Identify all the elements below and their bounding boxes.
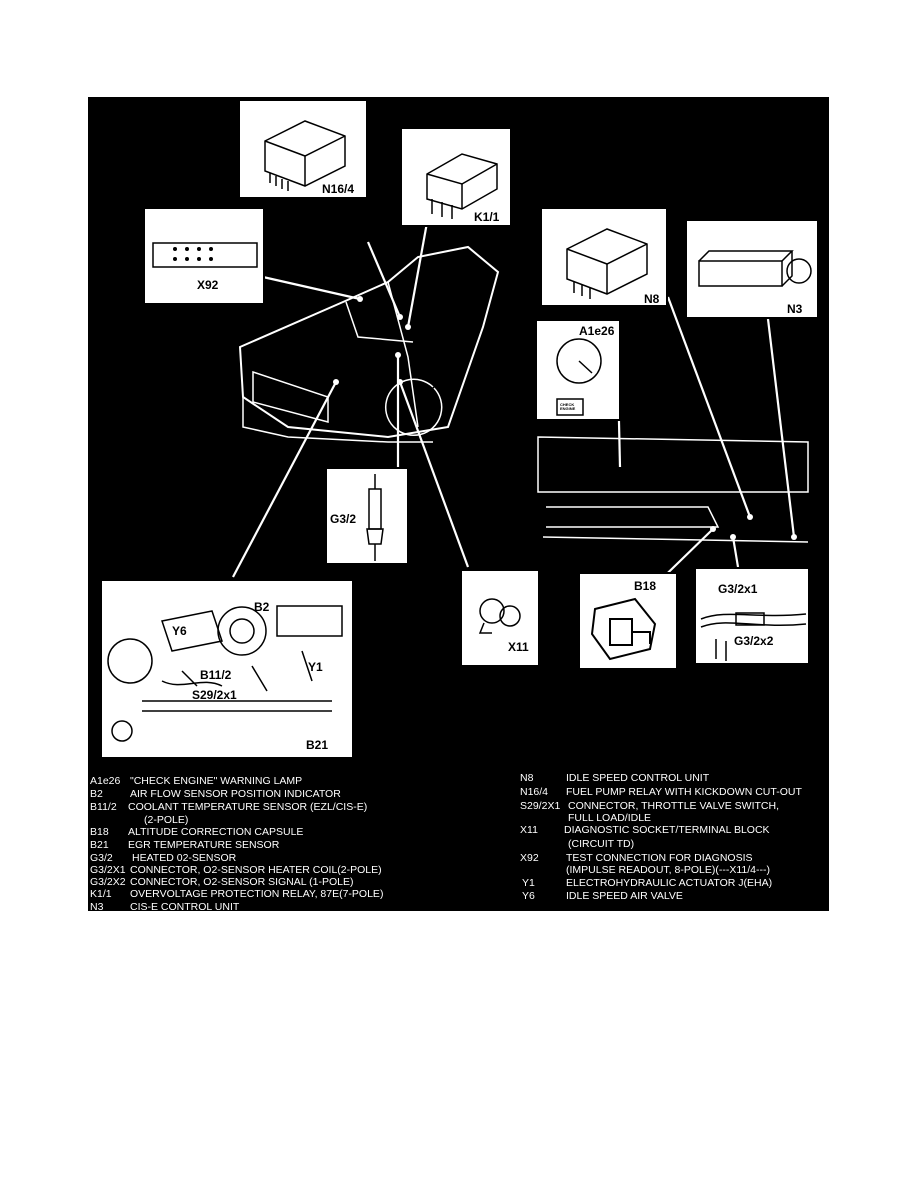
legend-code: B2 xyxy=(90,788,103,800)
x11-callout-box: X11 xyxy=(460,569,540,667)
g3-2x2-label: G3/2x2 xyxy=(734,634,774,648)
legend-text: FUEL PUMP RELAY WITH KICKDOWN CUT-OUT xyxy=(566,786,802,798)
g3-2x-connectors-callout-box: G3/2x1 G3/2x2 xyxy=(694,567,810,665)
legend-code: B18 xyxy=(90,826,109,838)
legend-text: IDLE SPEED CONTROL UNIT xyxy=(566,772,710,784)
legend-text: COOLANT TEMPERATURE SENSOR (EZL/CIS-E) xyxy=(128,801,368,813)
legend-code: G3/2X2 xyxy=(90,876,126,888)
g3-2-label: G3/2 xyxy=(330,512,357,526)
x92-label: X92 xyxy=(197,278,219,292)
k1-1-label: K1/1 xyxy=(474,210,500,224)
legend-code: B11/2 xyxy=(90,801,117,813)
legend-text: CONNECTOR, O2-SENSOR HEATER COIL(2-POLE) xyxy=(130,864,382,876)
y6-label: Y6 xyxy=(172,624,187,638)
control-unit-icon xyxy=(566,228,648,299)
k1-1-callout-box: K1/1 xyxy=(400,127,512,227)
legend-text: CONNECTOR, THROTTLE VALVE SWITCH, xyxy=(568,800,779,812)
diagram-panel: N16/4 K1/1 X92 xyxy=(88,97,829,911)
n8-label: N8 xyxy=(644,292,660,306)
legend-text: ELECTROHYDRAULIC ACTUATOR J(EHA) xyxy=(566,877,773,889)
o2-sensor-icon xyxy=(366,474,384,561)
relay-icon xyxy=(426,153,498,219)
connector-icon xyxy=(152,242,258,268)
legend-text: DIAGNOSTIC SOCKET/TERMINAL BLOCK xyxy=(564,824,770,836)
g3-2-callout-box: G3/2 xyxy=(325,467,409,565)
legend-code: N16/4 xyxy=(520,786,549,798)
legend-text: (2-POLE) xyxy=(144,814,189,826)
legend-code: N3 xyxy=(90,901,104,911)
b11-2-label: B11/2 xyxy=(200,668,232,682)
legend-text: (CIRCUIT TD) xyxy=(568,838,635,850)
y1-label: Y1 xyxy=(308,660,323,674)
b18-callout-box: B18 xyxy=(578,572,678,670)
legend-code: B21 xyxy=(90,839,109,851)
legend-text: HEATED 02-SENSOR xyxy=(132,852,237,864)
legend-code: Y6 xyxy=(522,890,535,902)
x92-callout-box: X92 xyxy=(143,207,265,305)
connector-harness-icon xyxy=(700,612,807,661)
legend-text: (IMPULSE READOUT, 8-POLE)(---X11/4---) xyxy=(566,864,770,876)
b2-label: B2 xyxy=(254,600,270,614)
legend-code: G3/2 xyxy=(90,852,113,864)
legend-text: ALTITUDE CORRECTION CAPSULE xyxy=(128,826,304,838)
x11-label: X11 xyxy=(508,640,529,654)
legend-text: TEST CONNECTION FOR DIAGNOSIS xyxy=(566,852,753,864)
legend-code: K1/1 xyxy=(90,888,112,900)
legend-code: X11 xyxy=(520,824,538,836)
check-engine-lamp-label: CHECK ENGINE xyxy=(560,402,576,411)
legend-code: X92 xyxy=(520,852,539,864)
legend-code: G3/2X1 xyxy=(90,864,126,876)
s29-2x1-label: S29/2x1 xyxy=(192,688,237,702)
legend-text: OVERVOLTAGE PROTECTION RELAY, 87E(7-POLE… xyxy=(130,888,384,900)
a1e26-callout-box: A1e26 CHECK ENGINE xyxy=(535,319,621,421)
n8-callout-box: N8 xyxy=(540,207,668,307)
legend-code: A1e26 xyxy=(90,775,121,787)
legend-code: Y1 xyxy=(522,877,535,889)
legend-code: N8 xyxy=(520,772,534,784)
legend-text: IDLE SPEED AIR VALVE xyxy=(566,890,683,902)
legend-text: EGR TEMPERATURE SENSOR xyxy=(128,839,280,851)
engine-compartment-callout-box: B2 Y6 B11/2 Y1 S29/2x1 B21 xyxy=(100,579,354,759)
legend-text: "CHECK ENGINE" WARNING LAMP xyxy=(130,775,303,787)
legend-text: AIR FLOW SENSOR POSITION INDICATOR xyxy=(130,788,341,800)
altitude-capsule-icon xyxy=(590,597,657,661)
n16-4-callout-box: N16/4 xyxy=(238,99,368,199)
control-unit-icon xyxy=(698,250,812,287)
b21-label: B21 xyxy=(306,738,329,752)
legend-text: CIS-E CONTROL UNIT xyxy=(130,901,240,911)
relay-icon xyxy=(264,120,346,191)
a1e26-label: A1e26 xyxy=(579,324,615,338)
leader-lines xyxy=(232,216,809,598)
legend-code: S29/2X1 xyxy=(520,800,561,812)
n3-callout-box: N3 xyxy=(685,219,819,319)
diagnostic-socket-icon xyxy=(478,598,521,634)
g3-2x1-label: G3/2x1 xyxy=(718,582,758,596)
b18-label: B18 xyxy=(634,579,657,593)
engine-compartment-illustration xyxy=(107,605,343,742)
n16-4-label: N16/4 xyxy=(322,182,355,196)
instrument-cluster-icon xyxy=(556,338,602,416)
legend-text: CONNECTOR, O2-SENSOR SIGNAL (1-POLE) xyxy=(130,876,354,888)
n3-label: N3 xyxy=(787,302,803,316)
legend-text: FULL LOAD/IDLE xyxy=(568,812,652,824)
